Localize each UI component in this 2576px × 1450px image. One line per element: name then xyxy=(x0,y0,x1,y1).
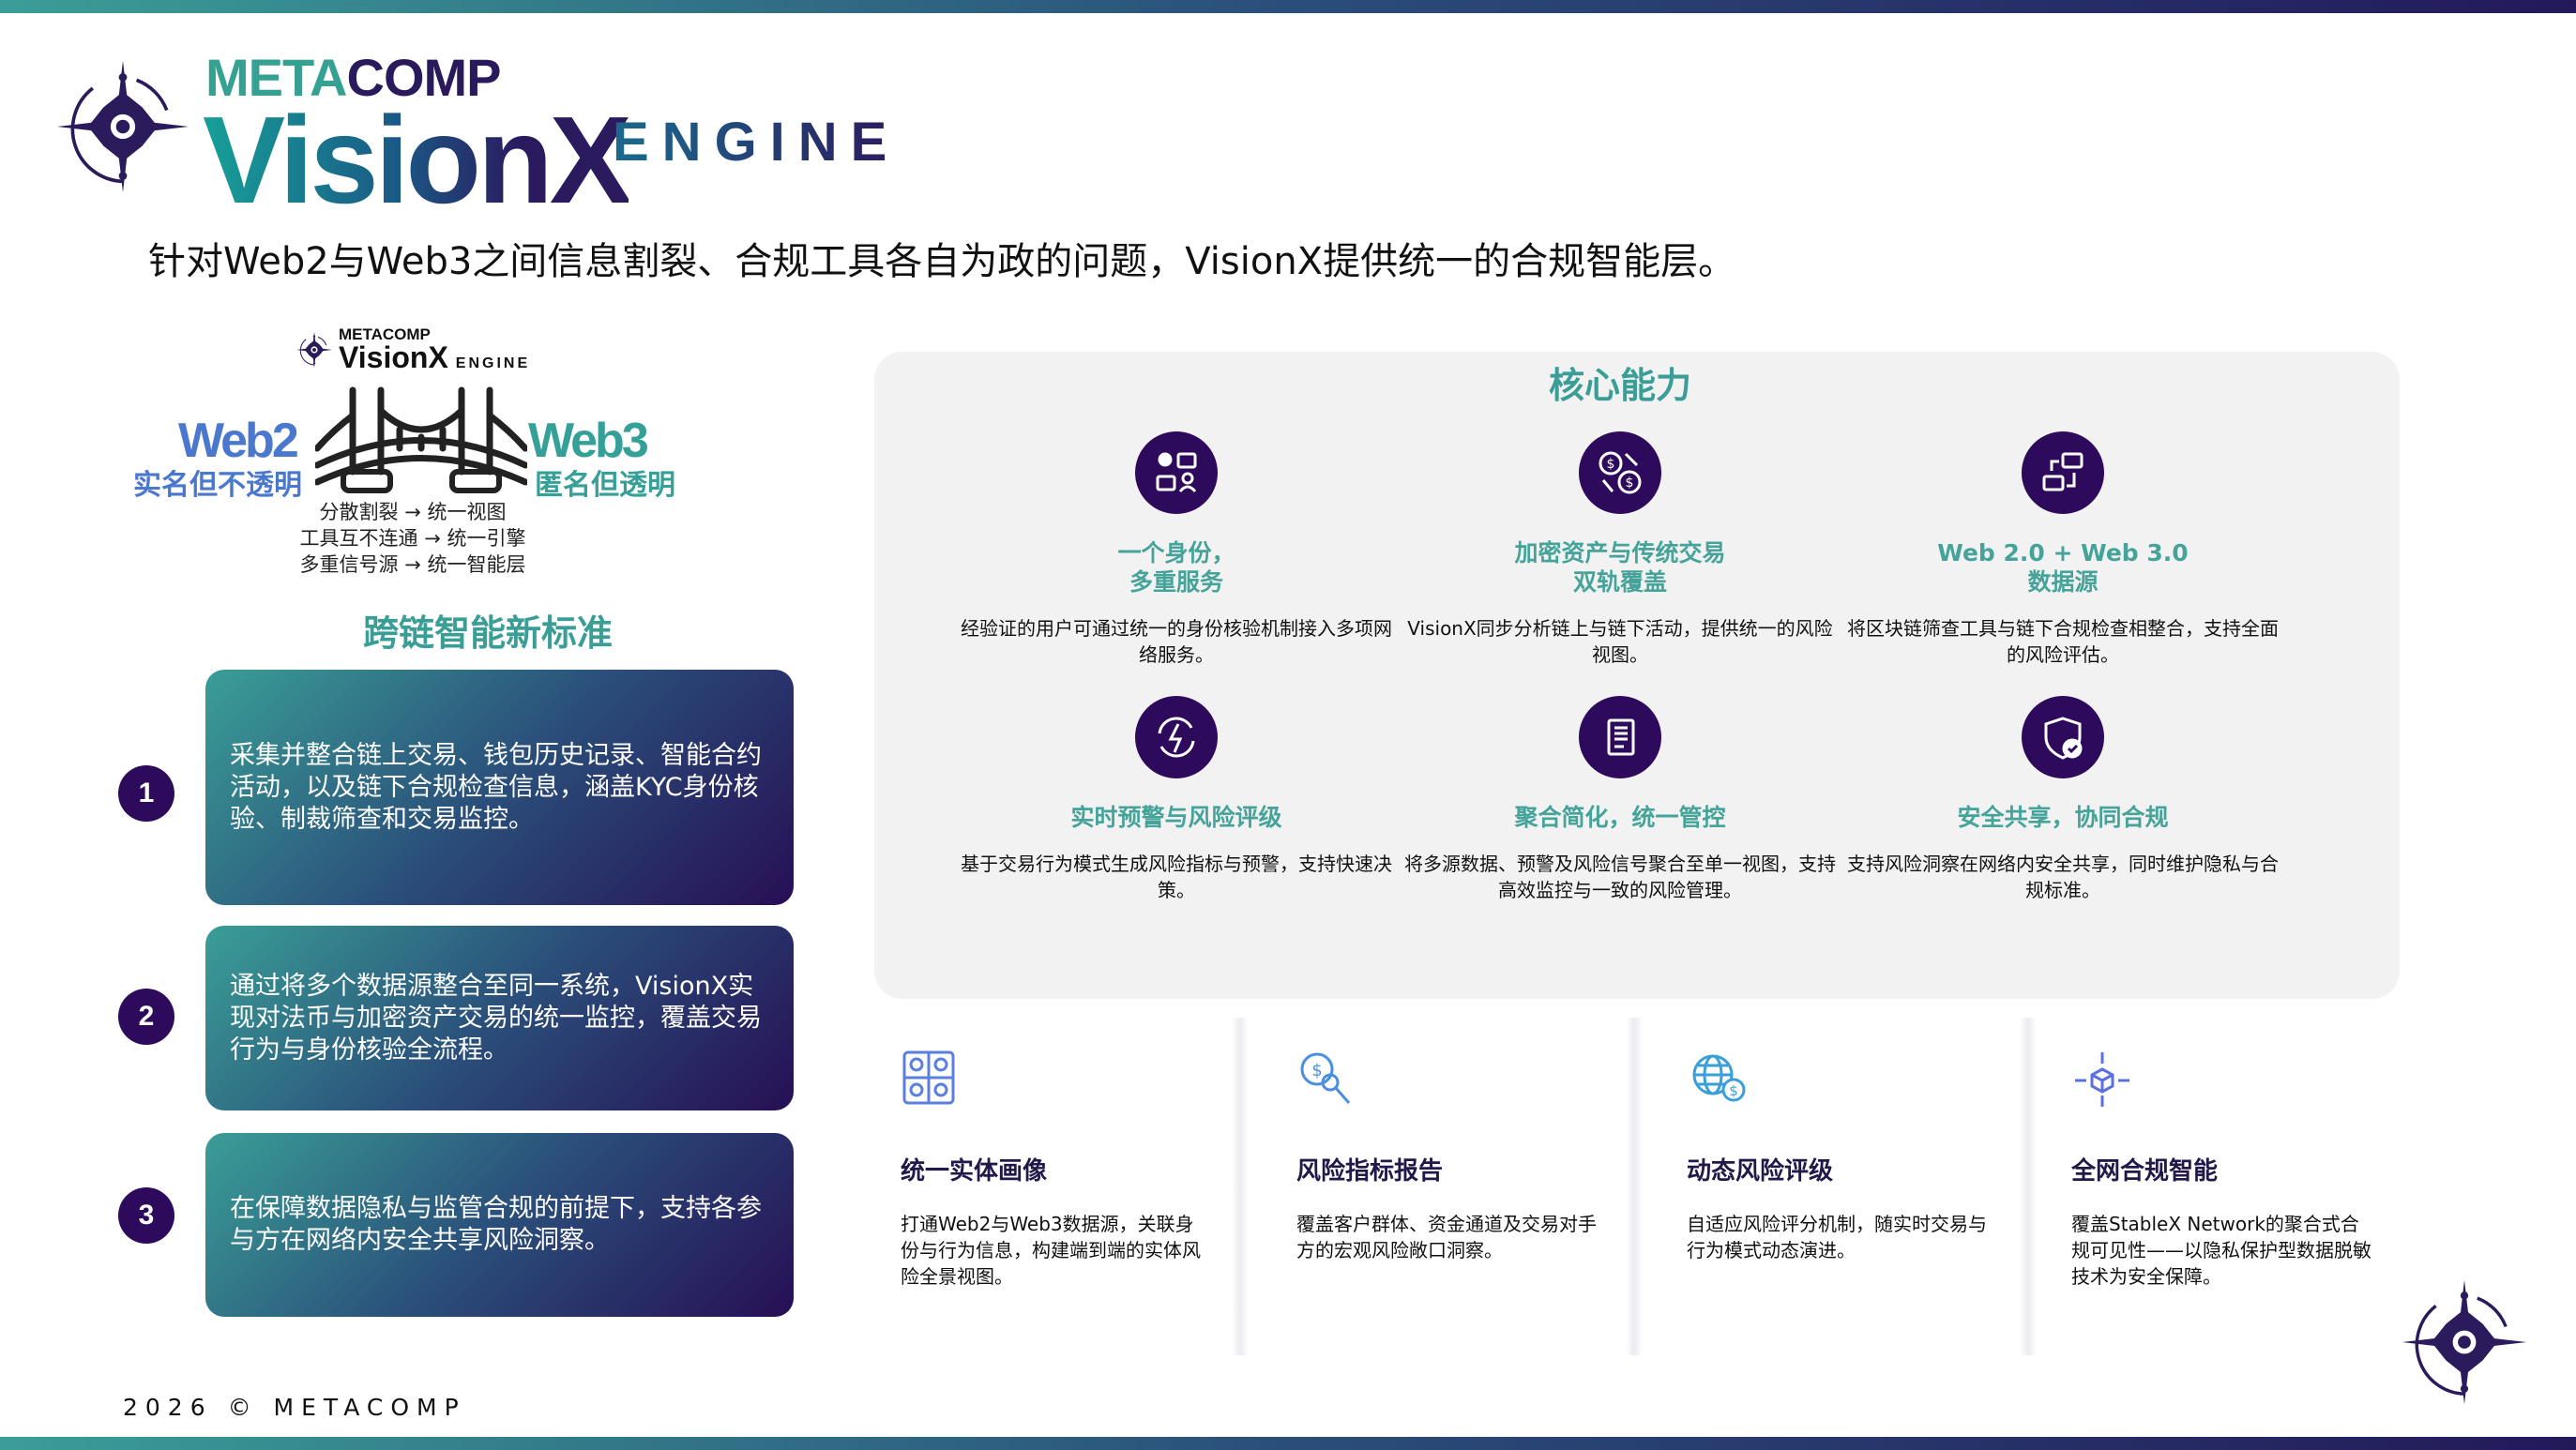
currency-exchange-icon: $$ xyxy=(1579,431,1661,514)
card-text: 通过将多个数据源整合至同一系统，VisionX实现对法币与加密资产交易的统一监控… xyxy=(230,971,762,1065)
web2-sublabel: 实名但不透明 xyxy=(133,469,302,502)
web3-sublabel: 匿名但透明 xyxy=(535,469,675,502)
capability-item: 一个身份， 多重服务 经验证的用户可通过统一的身份核验机制接入多项网络服务。 xyxy=(961,431,1392,668)
feature-title: 全网合规智能 xyxy=(2071,1157,2219,1186)
capability-title: 聚合简化，统一管控 xyxy=(1514,804,1726,831)
capability-desc: 基于交易行为模式生成风险指标与预警，支持快速决策。 xyxy=(961,853,1392,901)
feature-item: 全网合规智能 覆盖StableX Network的聚合式合规可见性——以隐私保护… xyxy=(2071,1049,2371,1290)
capability-title: 实时预警与风险评级 xyxy=(1070,804,1282,831)
footer-copyright: 2026 © METACOMP xyxy=(123,1394,466,1421)
standard-title: 跨链智能新标准 xyxy=(362,612,613,654)
capability-title: 安全共享，协同合规 xyxy=(1957,804,2169,831)
brand-visionx: VisionX xyxy=(203,91,632,229)
card-text: 采集并整合链上交易、钱包历史记录、智能合约活动，以及链下合规检查信息，涵盖KYC… xyxy=(230,740,762,834)
capability-desc: 将多源数据、预警及风险信号聚合至单一视图，支持高效监控与一致的风险管理。 xyxy=(1404,853,1836,901)
feature-title: 动态风险评级 xyxy=(1687,1157,1834,1186)
step-number: 3 xyxy=(118,1187,174,1244)
small-logo-text: METACOMP VisionX ENGINE xyxy=(339,326,530,372)
capability-item: 实时预警与风险评级 基于交易行为模式生成风险指标与预警，支持快速决策。 xyxy=(961,696,1392,903)
feature-desc: 覆盖StableX Network的聚合式合规可见性——以隐私保护型数据脱敏技术… xyxy=(2071,1213,2371,1288)
step-number: 2 xyxy=(118,989,174,1045)
compass-corner-icon xyxy=(2400,1277,2529,1407)
card-text: 在保障数据隐私与监管合规的前提下，支持各参与方在网络内安全共享风险洞察。 xyxy=(230,1194,762,1255)
svg-text:$: $ xyxy=(1607,457,1615,472)
brand-engine: ENGINE xyxy=(613,112,901,173)
standard-card: 通过将多个数据源整合至同一系统，VisionX实现对法币与加密资产交易的统一监控… xyxy=(205,926,794,1110)
web3-label: Web3 xyxy=(528,414,649,468)
capability-item: $$ 加密资产与传统交易 双轨覆盖 VisionX同步分析链上与链下活动，提供统… xyxy=(1404,431,1836,668)
search-dollar-icon: $ xyxy=(1296,1049,1597,1110)
feature-title: 风险指标报告 xyxy=(1296,1157,1444,1186)
brand-metacomp: METACOMP xyxy=(205,47,502,108)
capability-desc: 将区块链筛查工具与链下合规检查相整合，支持全面的风险评估。 xyxy=(1847,617,2279,666)
feature-item: 统一实体画像 打通Web2与Web3数据源，关联身份与行为信息，构建端到端的实体… xyxy=(901,1049,1201,1290)
flow-item: 工具互不连通 → 统一引擎 xyxy=(299,527,526,550)
brand-comp: COMP xyxy=(346,48,502,107)
capability-item: 聚合简化，统一管控 将多源数据、预警及风险信号聚合至单一视图，支持高效监控与一致… xyxy=(1404,696,1836,903)
capability-desc: 经验证的用户可通过统一的身份核验机制接入多项网络服务。 xyxy=(961,617,1392,666)
bottom-accent-bar xyxy=(0,1437,2576,1450)
globe-dollar-icon: $ xyxy=(1687,1049,1987,1110)
standard-card: 在保障数据隐私与监管合规的前提下，支持各参与方在网络内安全共享风险洞察。 xyxy=(205,1133,794,1317)
capability-item: Web 2.0 + Web 3.0 数据源 将区块链筛查工具与链下合规检查相整合… xyxy=(1847,431,2279,668)
web2-label: Web2 xyxy=(178,414,299,468)
capability-item: 安全共享，协同合规 支持风险洞察在网络内安全共享，同时维护隐私与合规标准。 xyxy=(1847,696,2279,903)
top-accent-bar xyxy=(0,0,2576,13)
identity-icon xyxy=(1135,431,1218,514)
data-sync-icon xyxy=(2022,431,2104,514)
small-logo: METACOMP VisionX ENGINE xyxy=(295,326,530,372)
network-cube-icon xyxy=(2071,1049,2371,1110)
capability-title: 加密资产与传统交易 双轨覆盖 xyxy=(1514,539,1726,596)
shield-check-icon xyxy=(2022,696,2104,778)
feature-title: 统一实体画像 xyxy=(901,1157,1048,1186)
alert-bolt-icon xyxy=(1135,696,1218,778)
flow-item: 分散割裂 → 统一视图 xyxy=(319,501,507,523)
feature-desc: 覆盖客户群体、资金通道及交易对手方的宏观风险敞口洞察。 xyxy=(1296,1213,1597,1261)
small-logo-visionx: VisionX xyxy=(339,340,448,374)
column-divider xyxy=(1626,1018,1643,1355)
capability-desc: VisionX同步分析链上与链下活动，提供统一的风险视图。 xyxy=(1407,617,1833,666)
feature-desc: 打通Web2与Web3数据源，关联身份与行为信息，构建端到端的实体风险全景视图。 xyxy=(901,1213,1201,1288)
compass-logo-icon xyxy=(54,58,191,195)
svg-text:$: $ xyxy=(1626,476,1634,491)
core-capabilities-title: 核心能力 xyxy=(1548,365,1691,406)
unification-list: 分散割裂 → 统一视图 工具互不连通 → 统一引擎 多重信号源 → 统一智能层 xyxy=(263,499,563,578)
capability-desc: 支持风险洞察在网络内安全共享，同时维护隐私与合规标准。 xyxy=(1847,853,2279,901)
column-divider xyxy=(2020,1018,2037,1355)
standard-card: 采集并整合链上交易、钱包历史记录、智能合约活动，以及链下合规检查信息，涵盖KYC… xyxy=(205,670,794,905)
feature-item: $ 风险指标报告 覆盖客户群体、资金通道及交易对手方的宏观风险敞口洞察。 xyxy=(1296,1049,1597,1263)
brand-meta: META xyxy=(205,48,347,107)
svg-text:$: $ xyxy=(1311,1061,1322,1080)
feature-item: $ 动态风险评级 自适应风险评分机制，随实时交易与行为模式动态演进。 xyxy=(1687,1049,1987,1263)
column-divider xyxy=(1232,1018,1249,1355)
capability-title: Web 2.0 + Web 3.0 数据源 xyxy=(1937,539,2189,596)
page-subtitle: 针对Web2与Web3之间信息割裂、合规工具各自为政的问题，VisionX提供统… xyxy=(148,240,1736,283)
svg-text:$: $ xyxy=(1729,1082,1738,1099)
flow-item: 多重信号源 → 统一智能层 xyxy=(299,553,526,576)
bridge-icon xyxy=(315,386,527,493)
step-number: 1 xyxy=(118,765,174,822)
entity-grid-icon xyxy=(901,1049,1201,1110)
feature-desc: 自适应风险评分机制，随实时交易与行为模式动态演进。 xyxy=(1687,1213,1987,1261)
small-logo-metacomp: METACOMP xyxy=(339,325,431,343)
small-logo-engine: ENGINE xyxy=(455,355,531,371)
compass-small-icon xyxy=(295,331,333,369)
capability-title: 一个身份， 多重服务 xyxy=(1117,539,1235,596)
document-icon xyxy=(1579,696,1661,778)
